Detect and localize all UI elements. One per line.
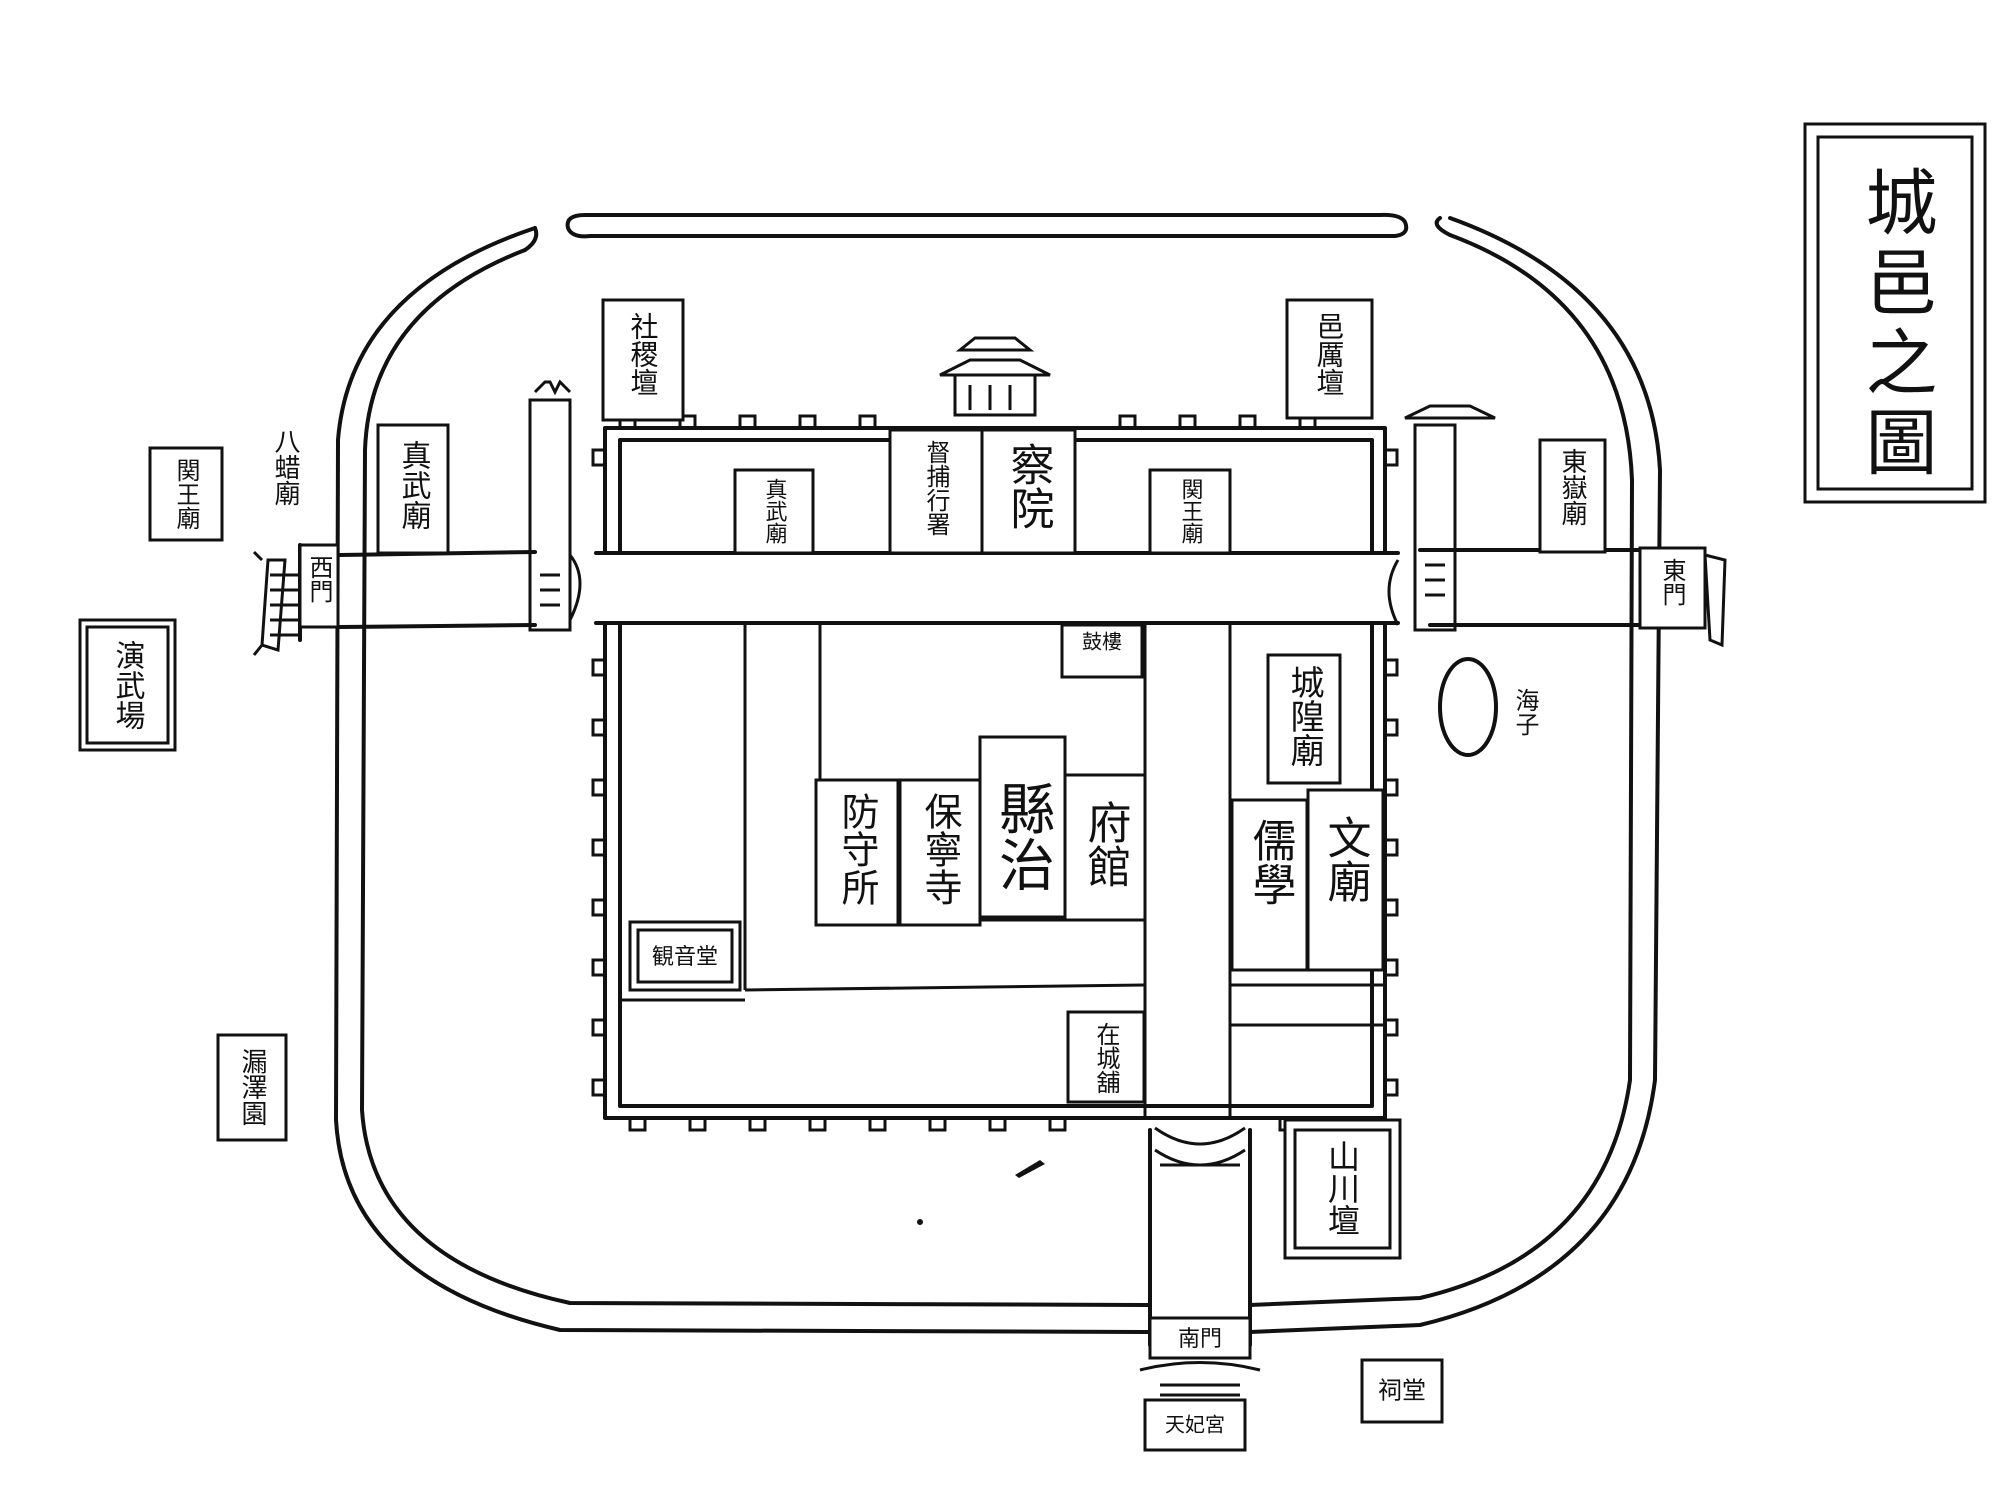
svg-text:真武廟: 真武廟	[762, 478, 788, 544]
label-fuguan: 府館	[1063, 773, 1147, 922]
title-cartouche: 城邑之圖	[1803, 122, 1987, 504]
label-gulou: 鼓樓	[1060, 623, 1144, 679]
gate-south	[1139, 1126, 1261, 1397]
label-gate-east: 東門	[1638, 546, 1707, 630]
label-dubu: 督捕行署	[888, 428, 984, 555]
label-baoning: 保寧寺	[898, 778, 982, 927]
svg-text:鼓樓: 鼓樓	[1082, 630, 1122, 654]
svg-text:儒學: 儒學	[1245, 818, 1296, 906]
svg-text:観音堂: 観音堂	[652, 945, 718, 970]
label-shanchuan: 山川壇	[1283, 1118, 1402, 1260]
outer-street-lines	[338, 548, 1657, 1347]
svg-text:文廟: 文廟	[1320, 815, 1371, 903]
svg-text:保寧寺: 保寧寺	[918, 792, 962, 906]
label-louze: 漏澤園	[216, 1033, 288, 1142]
label-yanwu: 演武場	[78, 618, 177, 752]
label-chenghuang: 城隍廟	[1266, 653, 1342, 785]
svg-text:演武場: 演武場	[110, 640, 145, 730]
label-tianfei: 天妃宮	[1143, 1398, 1247, 1452]
gate-west-outer	[252, 543, 302, 656]
svg-text:府館: 府館	[1080, 800, 1131, 888]
label-haizi: 海子	[1511, 688, 1539, 736]
label-ruxue: 儒學	[1230, 798, 1309, 972]
gate-north-tower	[939, 336, 1051, 417]
gate-east-inner	[1387, 404, 1496, 632]
label-cisi: 祠堂	[1360, 1358, 1444, 1424]
crenels-right	[1385, 448, 1399, 1097]
ink-stroke	[1015, 1160, 1045, 1178]
label-zaicheng: 在城舖	[1066, 1010, 1146, 1104]
haizi-pond	[1438, 657, 1498, 757]
svg-text:八蜡廟: 八蜡廟	[270, 428, 300, 506]
label-xizhi: 縣治	[978, 735, 1067, 919]
label-guanwang-inner: 関王廟	[1148, 468, 1232, 555]
label-zhenwu-inner: 真武廟	[733, 468, 815, 555]
svg-text:縣治: 縣治	[990, 780, 1055, 892]
svg-text:漏澤園: 漏澤園	[237, 1048, 267, 1126]
label-fangshou: 防守所	[814, 778, 900, 927]
label-yili: 邑厲壇	[1285, 298, 1374, 420]
map-title: 城邑之圖	[1853, 165, 1937, 485]
label-guanyin: 観音堂	[628, 920, 742, 992]
svg-text:東門: 東門	[1658, 558, 1686, 606]
crenels-left	[591, 448, 605, 1097]
ink-dot	[917, 1219, 923, 1225]
label-gate-west: 西門	[298, 543, 340, 629]
svg-text:在城舖: 在城舖	[1092, 1022, 1120, 1094]
label-xiaci: 八蜡廟	[270, 428, 300, 506]
moat	[334, 212, 1662, 1334]
gate-west-inner	[528, 379, 582, 632]
svg-text:天妃宮: 天妃宮	[1165, 1413, 1225, 1437]
svg-text:祠堂: 祠堂	[1378, 1377, 1426, 1405]
svg-text:社稷壇: 社稷壇	[627, 312, 660, 396]
svg-text:山川壇: 山川壇	[1323, 1140, 1361, 1236]
svg-text:督捕行署: 督捕行署	[922, 440, 950, 536]
label-gate-south: 南門	[1148, 1316, 1252, 1360]
svg-text:海子: 海子	[1511, 688, 1539, 736]
label-wenmiao: 文廟	[1306, 788, 1385, 972]
label-zhenwu-west: 真武廟	[376, 423, 450, 555]
label-sheji: 社稷壇	[601, 298, 685, 422]
svg-text:西門: 西門	[305, 555, 333, 603]
svg-text:防守所: 防守所	[835, 792, 879, 906]
svg-text:城隍廟: 城隍廟	[1284, 665, 1324, 767]
svg-text:関王廟: 関王廟	[1178, 478, 1204, 544]
label-dongyue: 東嶽廟	[1538, 438, 1607, 554]
svg-text:真武廟: 真武廟	[396, 440, 432, 530]
svg-text:東嶽廟: 東嶽廟	[1557, 448, 1587, 526]
svg-text:南門: 南門	[1178, 1327, 1222, 1352]
svg-text:邑厲壇: 邑厲壇	[1313, 312, 1346, 396]
label-chayuan: 察院	[980, 428, 1077, 555]
label-guanwang-west: 関王廟	[148, 446, 224, 542]
svg-text:察院: 察院	[1003, 442, 1054, 530]
svg-text:関王廟: 関王廟	[172, 458, 200, 530]
